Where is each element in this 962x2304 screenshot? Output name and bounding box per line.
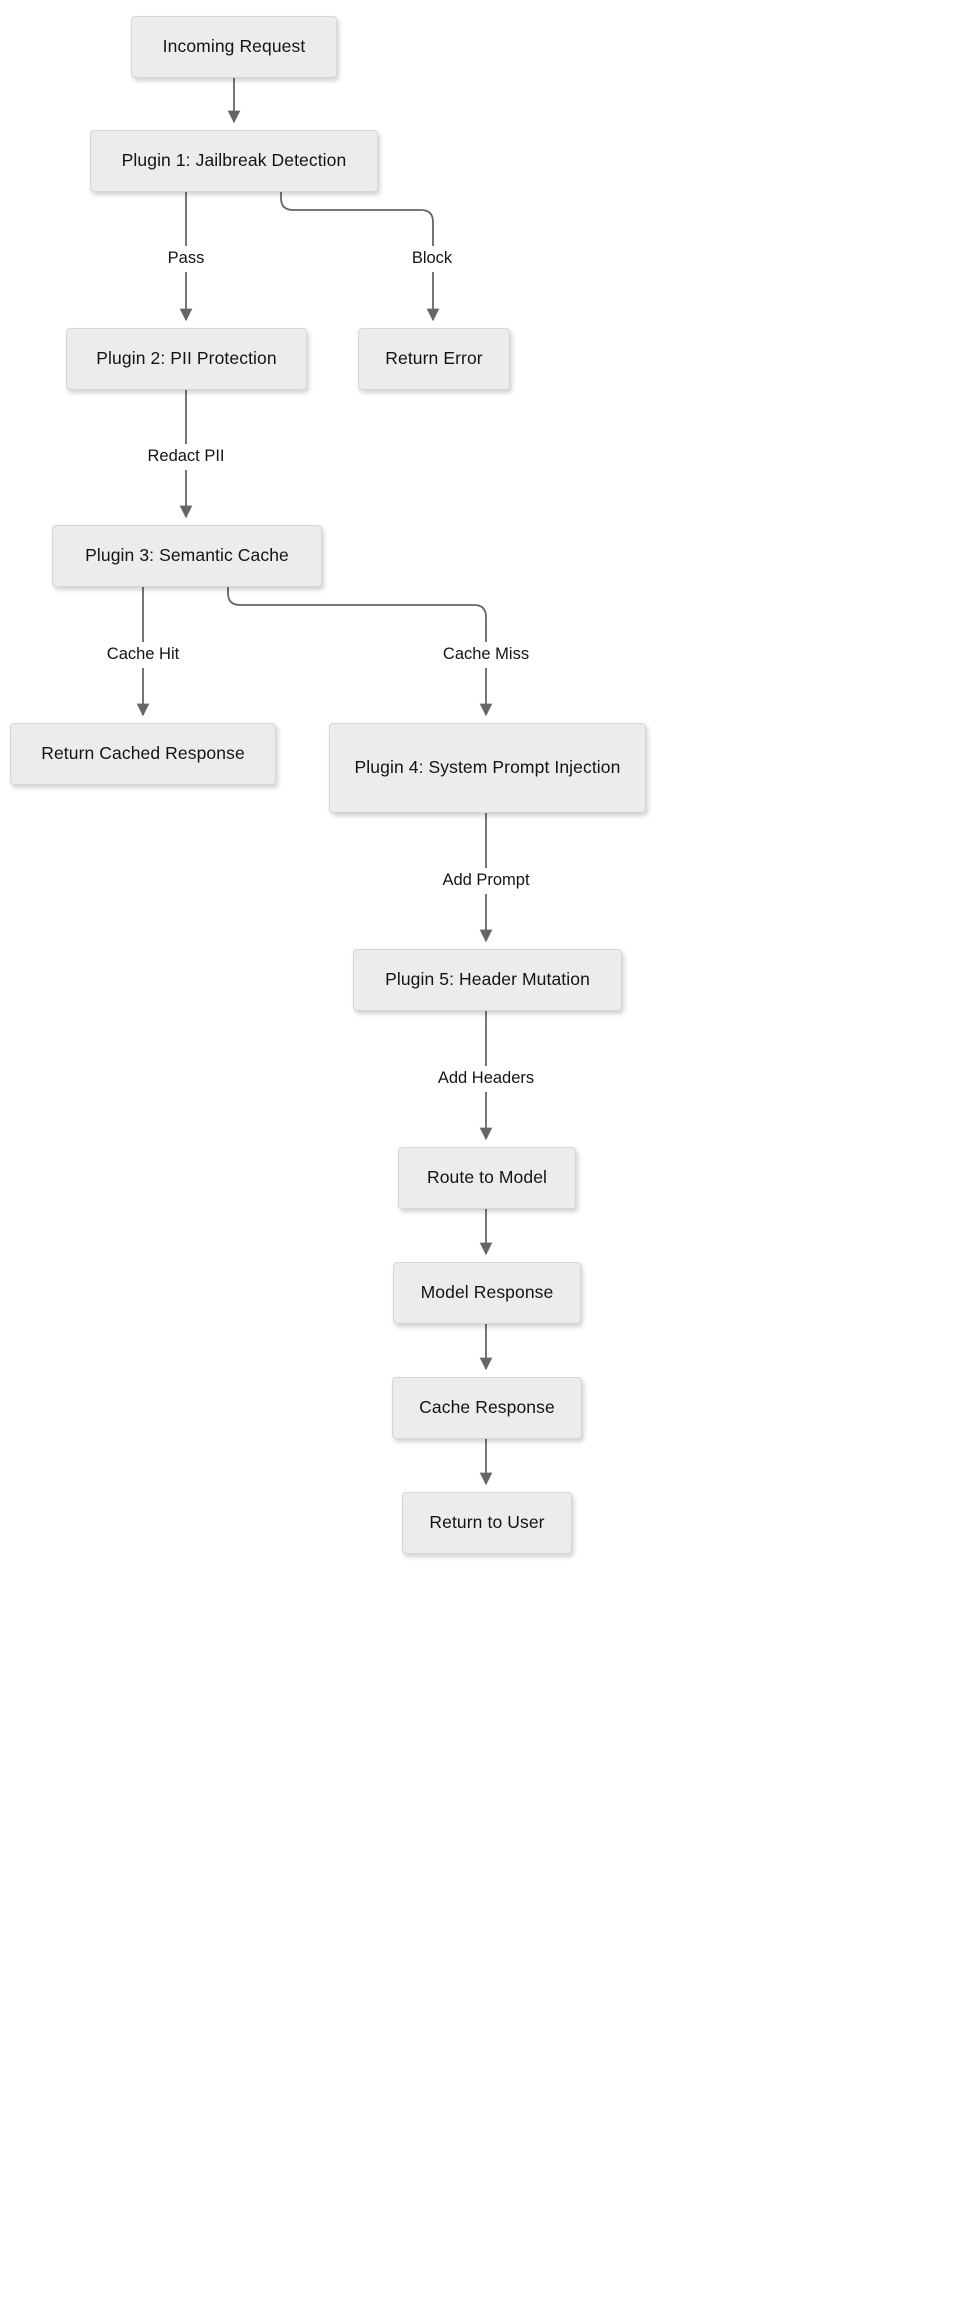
node-plugin4-system-prompt-injection[interactable]: Plugin 4: System Prompt Injection bbox=[329, 723, 646, 813]
edge-plugin3-to-plugin4-cache-miss bbox=[227, 587, 487, 642]
edge-label-block: Block bbox=[407, 248, 457, 270]
node-plugin5-header-mutation[interactable]: Plugin 5: Header Mutation bbox=[353, 949, 622, 1011]
node-plugin1-jailbreak-detection[interactable]: Plugin 1: Jailbreak Detection bbox=[90, 130, 378, 192]
node-return-to-user[interactable]: Return to User bbox=[402, 1492, 572, 1554]
edge-label-pass: Pass bbox=[163, 248, 209, 270]
node-plugin2-pii-protection[interactable]: Plugin 2: PII Protection bbox=[66, 328, 307, 390]
edge-label-cache-hit: Cache Hit bbox=[102, 644, 184, 666]
node-label: Return Cached Response bbox=[41, 743, 245, 764]
node-label: Plugin 5: Header Mutation bbox=[385, 969, 590, 990]
node-label: Plugin 3: Semantic Cache bbox=[85, 545, 289, 566]
node-model-response[interactable]: Model Response bbox=[393, 1262, 581, 1324]
node-label: Cache Response bbox=[419, 1397, 555, 1418]
edge-label-add-prompt: Add Prompt bbox=[438, 870, 534, 892]
node-return-cached-response[interactable]: Return Cached Response bbox=[10, 723, 276, 785]
node-label: Plugin 4: System Prompt Injection bbox=[354, 757, 621, 778]
edge-plugin1-to-return-error-block bbox=[280, 192, 434, 246]
node-label: Plugin 2: PII Protection bbox=[96, 348, 277, 369]
node-label: Return to User bbox=[429, 1512, 545, 1533]
edge-label-add-headers: Add Headers bbox=[433, 1068, 539, 1090]
node-return-error[interactable]: Return Error bbox=[358, 328, 510, 390]
edge-label-redact-pii: Redact PII bbox=[143, 446, 229, 468]
node-label: Plugin 1: Jailbreak Detection bbox=[121, 150, 347, 171]
node-label: Incoming Request bbox=[162, 36, 306, 57]
node-label: Model Response bbox=[420, 1282, 554, 1303]
node-route-to-model[interactable]: Route to Model bbox=[398, 1147, 576, 1209]
node-cache-response[interactable]: Cache Response bbox=[392, 1377, 582, 1439]
node-plugin3-semantic-cache[interactable]: Plugin 3: Semantic Cache bbox=[52, 525, 322, 587]
node-incoming-request[interactable]: Incoming Request bbox=[131, 16, 337, 78]
node-label: Return Error bbox=[385, 348, 483, 369]
edge-label-cache-miss: Cache Miss bbox=[438, 644, 534, 666]
node-label: Route to Model bbox=[426, 1167, 548, 1188]
